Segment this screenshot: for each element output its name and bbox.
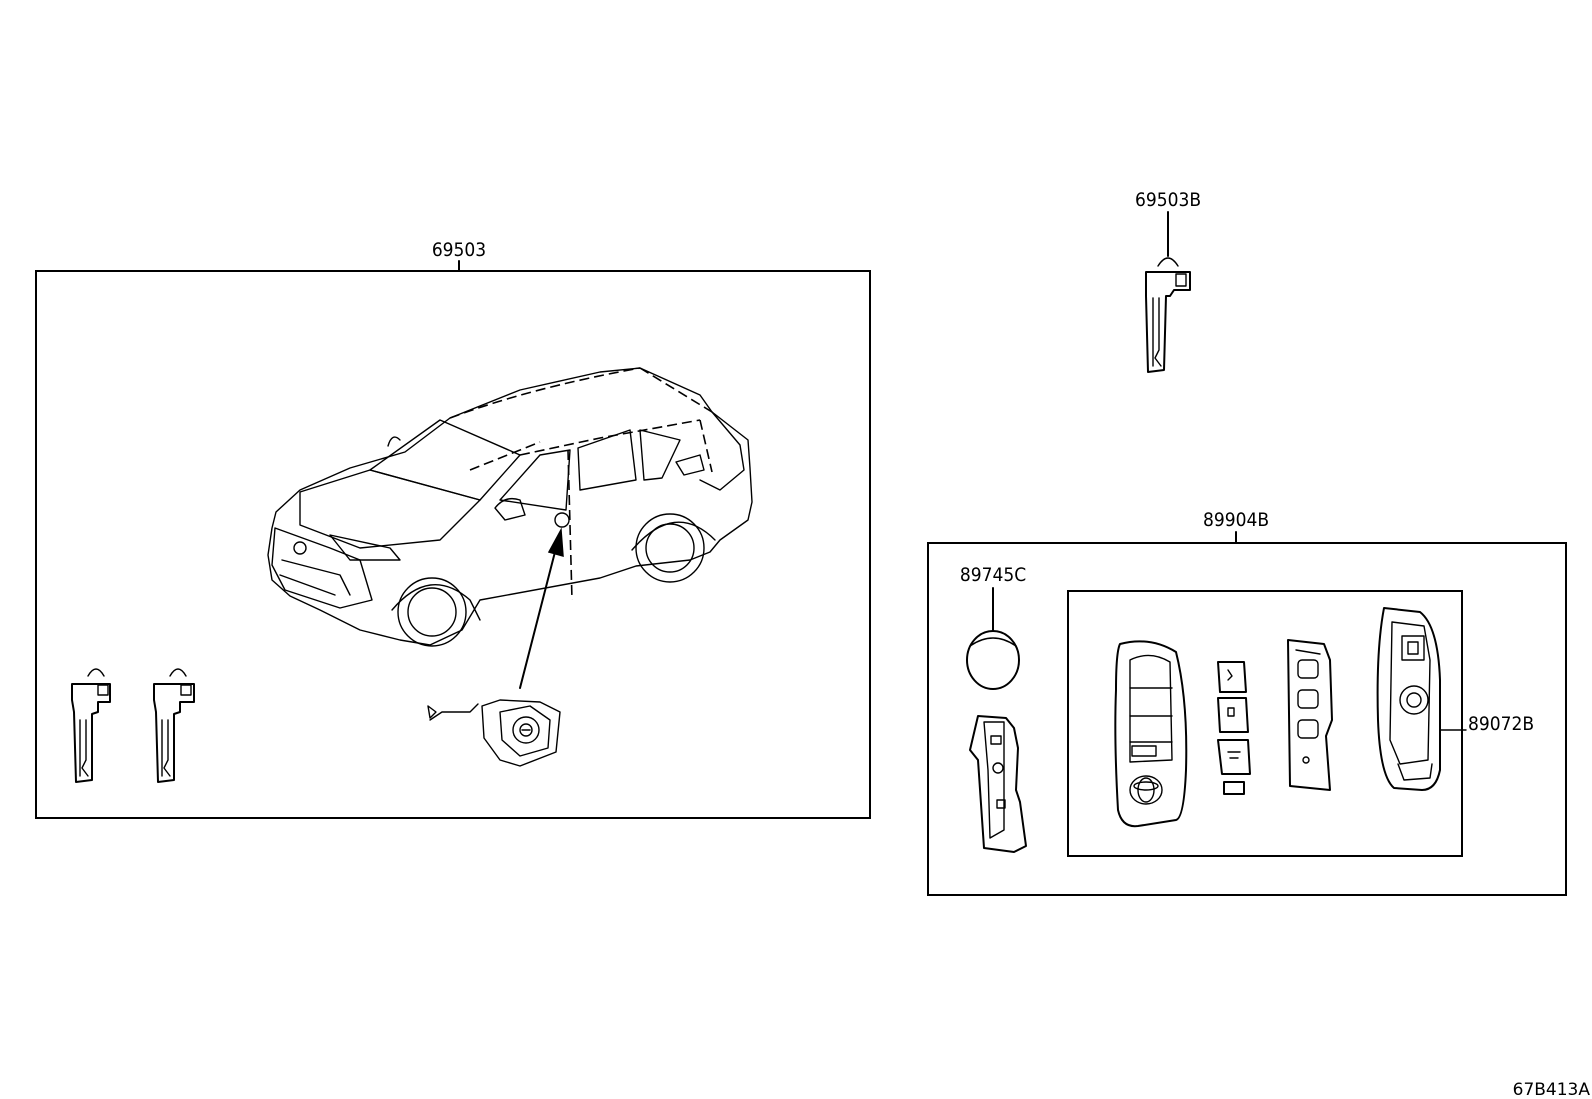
suv-vehicle-icon [267,367,753,647]
key-blade-icon [71,668,111,783]
kit-69503-group: 69503 [35,239,871,819]
label-69503[interactable]: 69503 [432,239,486,261]
battery-icon [966,630,1020,690]
button-pad-icon [1217,661,1251,795]
transmitter-assy-frame [927,542,1567,896]
label-89904B[interactable]: 89904B [1203,509,1269,531]
case-back-icon [1376,607,1467,791]
label-89745C[interactable]: 89745C [960,564,1026,586]
remote-transmitter-icon [1114,640,1188,828]
label-89072B[interactable]: 89072B [1468,713,1534,735]
internal-plate-icon [1287,639,1333,791]
illustration-ref: 67B413A [1513,1080,1591,1099]
label-69503B[interactable]: 69503B [1135,189,1201,211]
kit-frame [35,270,871,819]
transmitter-assy-89904b-group: 89904B 89745C 89072B [927,509,1567,896]
key-blade-icon [153,668,195,783]
key-blade-69503b-group: 69503B [1135,189,1201,373]
lock-arrow [519,527,564,689]
battery-holder-icon [969,715,1027,853]
transmitter-case-frame [1067,590,1463,857]
door-lock-cylinder-icon [427,699,561,767]
key-blade-icon [1145,257,1191,373]
